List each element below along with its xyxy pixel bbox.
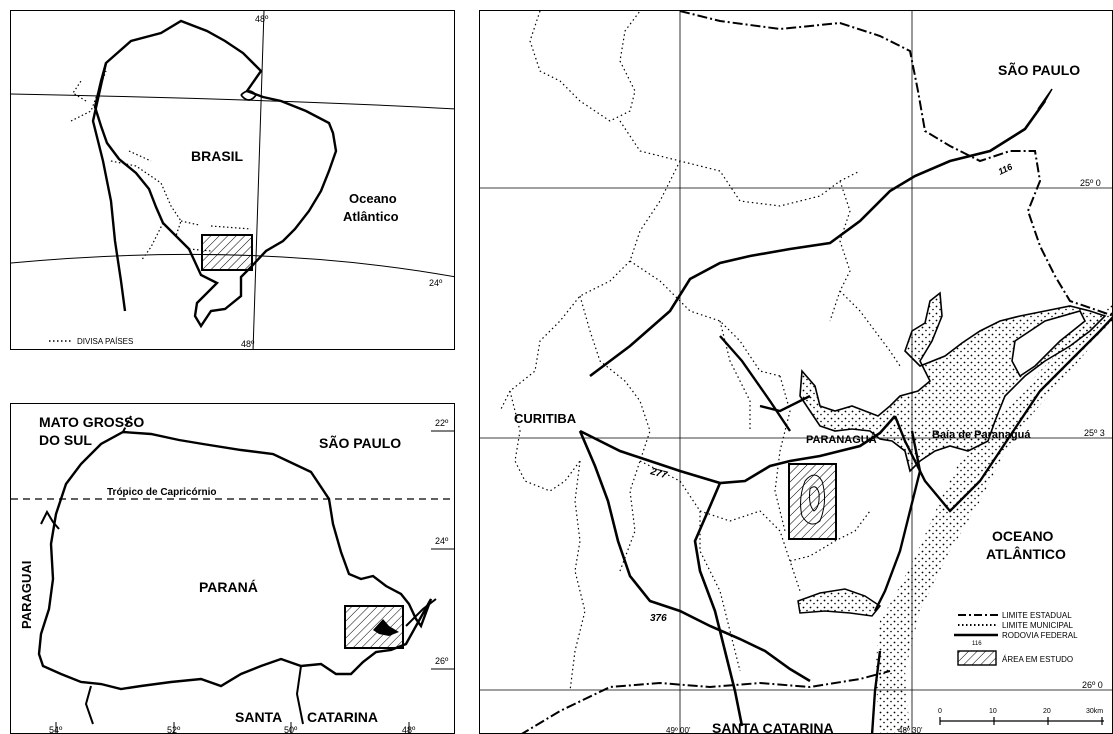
lon-tick-52: 52º — [167, 725, 181, 734]
road-east — [893, 316, 1112, 513]
legend-municipal-limit: LIMITE MUNICIPAL — [1002, 621, 1074, 630]
road-116-arrow — [1037, 88, 1053, 110]
parana-state-map: MATO GROSSO DO SUL SÃO PAULO Trópico de … — [10, 403, 455, 734]
label-latitude: 24º — [429, 278, 443, 288]
label-mato-grosso-1: MATO GROSSO — [39, 414, 144, 430]
parana-outline — [37, 430, 433, 691]
southern-bay — [797, 588, 882, 617]
legend-border-label: DIVISA PAÍSES — [77, 337, 133, 346]
lat-tick-22: 22º — [435, 418, 449, 428]
lon-tick-48: 48º — [402, 725, 416, 734]
legend-federal-road: RODOVIA FEDERAL — [1002, 631, 1078, 640]
road-376 — [578, 430, 811, 683]
road-label-277: 277 — [648, 466, 668, 481]
meridian-48-line — [252, 11, 265, 349]
label-tropic: Trópico de Capricórnio — [107, 487, 216, 498]
coastal-svg: 116 277 376 SÃO PAULO CURITIBA PARANAGUÁ… — [480, 11, 1112, 734]
lat-tick-26-00: 26º 0 — [1082, 680, 1103, 690]
legend-road-sample: 116 — [972, 641, 982, 647]
coast-arm — [405, 598, 437, 627]
scale-30km: 30km — [1086, 708, 1103, 715]
label-ocean-2: ATLÂNTICO — [986, 545, 1066, 562]
label-meridian-bottom: 48º — [241, 339, 255, 349]
study-area-contours — [800, 474, 826, 525]
country-borders — [70, 70, 252, 262]
label-sao-paulo: SÃO PAULO — [998, 61, 1080, 78]
road-branch-2 — [759, 394, 811, 413]
label-paranagua: PARANAGUÁ — [806, 433, 877, 446]
coastal-sediment — [875, 302, 1112, 733]
road-label-116: 116 — [997, 161, 1015, 177]
west-coast — [91, 62, 127, 312]
label-parana: PARANÁ — [199, 579, 258, 595]
equator-line — [11, 93, 454, 110]
scale-bar: 0 10 20 30km — [938, 708, 1104, 725]
label-meridian-top: 48º — [255, 14, 269, 24]
lat-tick-25-00: 25º 0 — [1080, 178, 1101, 188]
south-america-svg: BRASIL Oceano Atlântico 48º 48º 24º DIVI… — [11, 11, 454, 349]
road-label-376: 376 — [650, 613, 667, 624]
label-ocean-1: Oceano — [349, 191, 397, 206]
western-border — [40, 509, 60, 530]
lat-tick-25-30: 25º 3 — [1084, 428, 1105, 438]
label-ocean-1: OCEANO — [992, 528, 1054, 544]
municipal-limits — [499, 11, 901, 692]
lon-tick-50: 50º — [284, 725, 298, 734]
lon-tick-49-00: 49º 00' — [666, 726, 691, 734]
scale-0: 0 — [938, 708, 942, 715]
scale-10: 10 — [989, 708, 997, 715]
lat-tick-26: 26º — [435, 656, 449, 666]
label-brasil: BRASIL — [191, 148, 244, 164]
bay-shape — [373, 619, 399, 636]
label-sao-paulo: SÃO PAULO — [319, 434, 401, 451]
label-paraguai: PARAGUAI — [19, 561, 34, 629]
study-area-box — [344, 605, 404, 649]
legend-study-area: ÁREA EM ESTUDO — [1002, 655, 1073, 664]
study-area-box — [788, 463, 837, 540]
legend-state-limit: LIMITE ESTADUAL — [1002, 611, 1072, 620]
label-santa: SANTA — [235, 709, 282, 725]
road-branch-1 — [719, 335, 791, 432]
state-limit-north — [679, 11, 1112, 317]
lat-tick-24: 24º — [435, 536, 449, 546]
state-limit-south — [521, 670, 891, 733]
river-mouth — [240, 90, 258, 101]
continent-outline — [93, 19, 338, 329]
road-south — [693, 482, 744, 727]
label-curitiba: CURITIBA — [514, 411, 577, 426]
label-bay: Baía de Paranaguá — [932, 429, 1031, 441]
road-277 — [579, 415, 896, 485]
label-mato-grosso-2: DO SUL — [39, 432, 92, 448]
northern-tick — [122, 415, 132, 433]
label-catarina: CATARINA — [307, 709, 378, 725]
parana-svg: MATO GROSSO DO SUL SÃO PAULO Trópico de … — [11, 414, 454, 734]
label-ocean-2: Atlântico — [343, 209, 399, 224]
label-santa-catarina: SANTA CATARINA — [712, 720, 834, 734]
study-area-box — [201, 234, 253, 271]
map-legend: LIMITE ESTADUAL LIMITE MUNICIPAL RODOVIA… — [954, 611, 1078, 666]
lon-tick-54: 54º — [49, 725, 63, 734]
bay-island — [1011, 310, 1087, 378]
road-116 — [589, 100, 1047, 378]
southern-border — [84, 665, 304, 725]
scale-20: 20 — [1043, 708, 1051, 715]
road-coastal — [870, 430, 922, 733]
coastal-region-map: 116 277 376 SÃO PAULO CURITIBA PARANAGUÁ… — [479, 10, 1113, 734]
lon-tick-48-30: 48º 30' — [898, 726, 923, 734]
south-america-map: BRASIL Oceano Atlântico 48º 48º 24º DIVI… — [10, 10, 455, 350]
